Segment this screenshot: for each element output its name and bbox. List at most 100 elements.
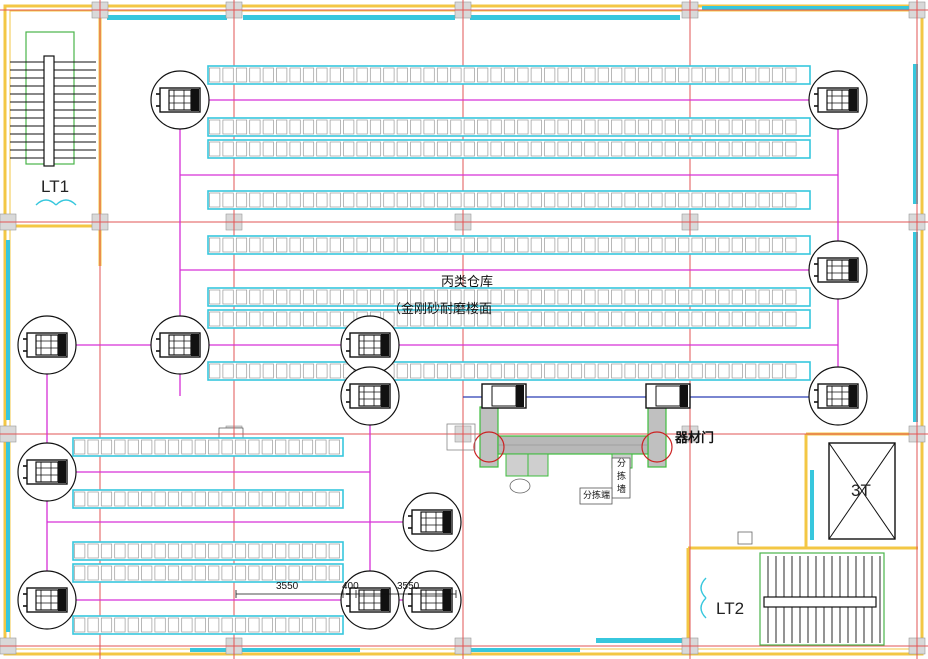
rack-bay xyxy=(423,192,435,208)
forklift-icon xyxy=(402,570,462,630)
rack-bay xyxy=(248,565,260,581)
rack-bay xyxy=(396,67,408,83)
stair-lt2-label: LT2 xyxy=(716,599,745,618)
rack-bay xyxy=(127,491,139,507)
rack-bay xyxy=(436,141,449,157)
rack-bay xyxy=(87,617,99,633)
rack-bay xyxy=(718,237,730,253)
rack-bay xyxy=(477,289,489,305)
forklift-icon xyxy=(340,570,400,630)
rack-bay xyxy=(785,141,797,157)
rack-bay xyxy=(141,491,153,507)
rack-bay xyxy=(100,491,113,507)
rack-bay xyxy=(301,491,314,507)
rack-bay xyxy=(221,617,233,633)
rack-bay xyxy=(87,491,99,507)
rack-bay xyxy=(570,237,583,253)
rack-bay xyxy=(249,119,261,135)
rack-bay xyxy=(678,67,690,83)
rack-bay xyxy=(343,289,355,305)
rack-bay xyxy=(691,289,703,305)
rack-bay xyxy=(704,67,717,83)
rack-bay xyxy=(315,617,327,633)
rack-bay xyxy=(557,289,569,305)
rack-bay xyxy=(530,192,542,208)
rack-bay xyxy=(611,363,623,379)
rack-bay xyxy=(637,141,650,157)
rack-bay xyxy=(235,363,248,379)
rack-bay xyxy=(289,363,301,379)
rack-bay xyxy=(222,192,234,208)
rack-bay xyxy=(114,617,126,633)
rack-bay xyxy=(503,289,516,305)
rack-bay xyxy=(771,192,784,208)
rack-bay xyxy=(114,491,126,507)
rack-bay xyxy=(477,119,489,135)
rack-bay xyxy=(114,565,126,581)
rack-bay xyxy=(745,192,757,208)
rack-bay xyxy=(141,439,153,455)
rack-bay xyxy=(396,192,408,208)
rack-bay xyxy=(758,119,770,135)
rack-bay xyxy=(410,363,422,379)
warehouse-title: 丙类仓库 xyxy=(441,275,494,290)
rack-bay xyxy=(276,363,288,379)
rack-bay xyxy=(651,289,663,305)
rack-bay xyxy=(517,67,529,83)
rack-bay xyxy=(678,237,690,253)
rack-bay xyxy=(383,67,395,83)
rack-bay xyxy=(194,617,206,633)
rack-bay xyxy=(275,543,287,559)
rack-bay xyxy=(167,439,180,455)
rack-bay xyxy=(289,192,301,208)
forklift-icon xyxy=(150,315,210,375)
rack-bay xyxy=(249,141,261,157)
rack-bay xyxy=(664,311,676,327)
rack-bay xyxy=(678,363,690,379)
rack-bay xyxy=(329,141,341,157)
rack-bay xyxy=(785,237,797,253)
rack-bay xyxy=(463,119,475,135)
rack-bay xyxy=(234,543,247,559)
rack-bay xyxy=(771,141,784,157)
rack-bay xyxy=(557,363,569,379)
rack-bay xyxy=(745,67,757,83)
rack-bay xyxy=(154,565,166,581)
rack-bay xyxy=(584,289,596,305)
rack-bay xyxy=(517,363,529,379)
rack-bay xyxy=(208,543,220,559)
rack-bay xyxy=(249,311,261,327)
rack-bay xyxy=(288,439,300,455)
rack-bay xyxy=(315,439,327,455)
forklift-icon xyxy=(402,492,462,552)
elevator-label: 3T xyxy=(851,481,871,500)
rack-bay xyxy=(651,141,663,157)
rack-bay xyxy=(329,311,341,327)
rack-bay xyxy=(234,439,247,455)
rack-bay xyxy=(235,311,248,327)
rack-bay xyxy=(262,311,274,327)
rack-bay xyxy=(664,67,676,83)
rack-bay xyxy=(530,119,542,135)
rack-bay xyxy=(194,491,206,507)
rack-bay xyxy=(503,67,516,83)
rack-bay xyxy=(289,311,301,327)
rack-bay xyxy=(718,192,730,208)
rack-bay xyxy=(597,363,609,379)
rack-bay xyxy=(503,237,516,253)
rack-bay xyxy=(731,363,743,379)
rack-bay xyxy=(343,192,355,208)
rack-bay xyxy=(316,237,328,253)
rack-bay xyxy=(261,439,273,455)
rack-bay xyxy=(691,141,703,157)
rack-bay xyxy=(328,439,340,455)
rack-bay xyxy=(745,311,757,327)
rack-bay xyxy=(664,289,676,305)
rack-bay xyxy=(261,543,273,559)
rack-bay xyxy=(396,289,408,305)
rack-bay xyxy=(611,311,623,327)
rack-bay xyxy=(758,363,770,379)
floor-note: （金刚砂耐磨楼面 xyxy=(388,302,493,317)
rack-bay xyxy=(758,237,770,253)
